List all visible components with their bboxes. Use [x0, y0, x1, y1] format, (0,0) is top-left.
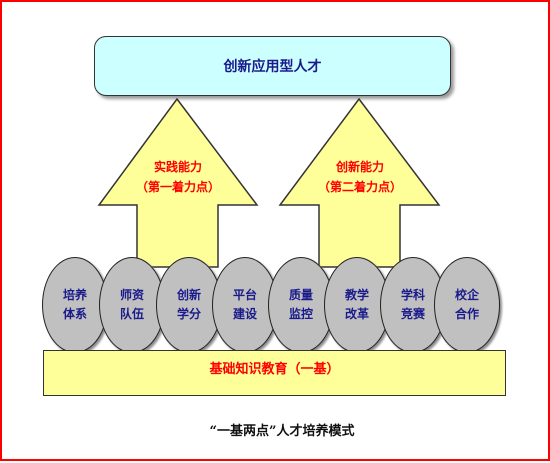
top-goal-label: 创新应用型人才 [223, 59, 322, 75]
oval-6-line2: 改革 [344, 307, 369, 321]
oval-8: 校企合作 [434, 257, 500, 353]
oval-4-line1: 平台 [232, 288, 257, 302]
oval-5-line1: 质量 [288, 288, 313, 302]
oval-1-line1: 培养 [62, 288, 87, 302]
oval-2: 师资队伍 [99, 257, 165, 353]
oval-5: 质量监控 [268, 257, 334, 353]
top-goal-box: 创新应用型人才 [94, 36, 451, 96]
oval-8-line2: 合作 [454, 307, 479, 321]
right-arrow-label: 创新能力 （第二着力点） [300, 157, 420, 197]
diagram-caption: “一基两点”人才培养模式 [209, 424, 355, 439]
oval-5-line2: 监控 [288, 307, 313, 321]
left-arrow-line2: （第一着力点） [135, 180, 220, 194]
left-arrow-label: 实践能力 （第一着力点） [118, 157, 238, 197]
oval-3-line2: 学分 [176, 307, 201, 321]
oval-8-line1: 校企 [454, 288, 479, 302]
right-arrow-line2: （第二着力点） [317, 180, 402, 194]
oval-1-line2: 体系 [62, 307, 87, 321]
right-arrow-line1: 创新能力 [335, 160, 384, 174]
oval-2-line1: 师资 [119, 288, 144, 302]
oval-4: 平台建设 [212, 257, 278, 353]
base-foundation-label: 基础知识教育（一基） [209, 362, 340, 377]
oval-4-line2: 建设 [232, 307, 257, 321]
oval-2-line2: 队伍 [119, 307, 144, 321]
base-foundation-bar: 基础知识教育（一基） [43, 350, 506, 396]
oval-7-line2: 竞赛 [400, 307, 425, 321]
oval-7-line1: 学科 [400, 288, 425, 302]
oval-3-line1: 创新 [176, 288, 201, 302]
oval-6-line1: 教学 [344, 288, 369, 302]
left-arrow-line1: 实践能力 [153, 160, 202, 174]
